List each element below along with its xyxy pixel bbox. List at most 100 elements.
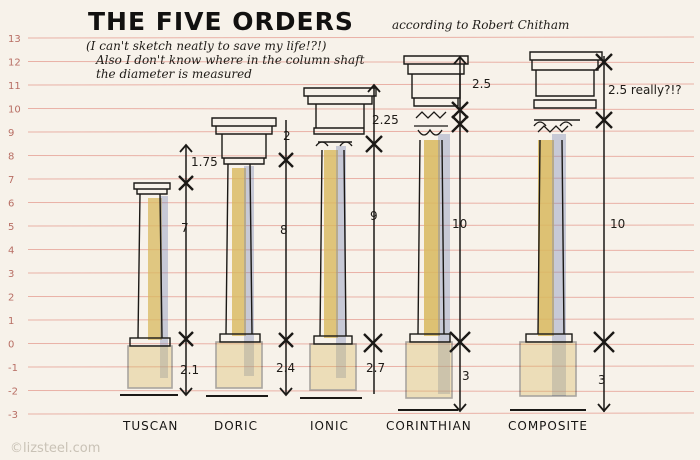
column-label: DORIC	[214, 419, 258, 433]
scale-line	[27, 83, 695, 86]
dim-pedestal: 3	[598, 373, 606, 387]
column-tuscan: 1.75 7 2.1 TUSCAN	[120, 143, 218, 433]
scale-line	[27, 318, 695, 321]
base-moulding	[525, 333, 573, 343]
dimension-crosses	[449, 101, 471, 353]
scale-line	[27, 130, 695, 133]
scale-line	[27, 61, 695, 63]
dimension-arrows	[179, 143, 193, 397]
scale-number: 10	[8, 105, 21, 116]
column-corinthian: 2.5 10 3 CORINTHIAN	[386, 55, 491, 433]
scale-number: 8	[8, 152, 14, 163]
dim-shaft: 10	[610, 217, 625, 231]
column-composite: 2.5 really?!? 10 3 COMPOSITE	[508, 51, 682, 433]
ochre-wash	[324, 150, 338, 338]
scale-line	[27, 155, 695, 157]
scale-line	[27, 412, 695, 415]
capital-shaft-outline	[133, 182, 171, 339]
dim-shaft: 9	[370, 209, 378, 223]
dim-pedestal: 2.4	[276, 361, 295, 375]
scale-line	[27, 177, 695, 180]
entablature-shaft-outline	[211, 117, 277, 335]
dim-shaft: 7	[181, 221, 189, 235]
dim-pedestal: 2.1	[180, 363, 199, 377]
scale-line	[27, 271, 695, 274]
column-label: COMPOSITE	[508, 419, 588, 433]
dim-shaft: 8	[280, 223, 288, 237]
pedestal	[127, 345, 173, 389]
shadow-wash	[244, 166, 254, 376]
column-label: IONIC	[310, 419, 349, 433]
note-line-1: (I can't sketch neatly to save my life!?…	[86, 39, 327, 53]
dim-capital: 2	[283, 129, 291, 143]
scale-number: 13	[8, 34, 21, 45]
scale-line	[27, 202, 695, 204]
scale-number: 5	[8, 222, 14, 233]
dimension-arrow	[597, 403, 611, 413]
shadow-wash	[160, 196, 168, 378]
base-moulding	[129, 337, 171, 347]
scale-number: -1	[8, 363, 18, 374]
scale-number: 6	[8, 199, 14, 210]
base-moulding	[409, 333, 451, 343]
pedestal	[309, 343, 357, 391]
scale-number: 7	[8, 175, 14, 186]
dim-pedestal: 2.7	[366, 361, 385, 375]
column-doric: 2 8 2.4 DORIC	[206, 117, 295, 433]
shadow-wash	[438, 134, 450, 394]
ochre-wash	[424, 140, 440, 336]
scale-line	[27, 108, 695, 110]
scale-number: -2	[8, 387, 18, 398]
dim-capital: 2.5	[472, 77, 491, 91]
scale-line	[27, 249, 695, 251]
shadow-wash	[336, 146, 346, 378]
scale-line	[27, 390, 695, 392]
dimension-arrow	[279, 387, 293, 397]
acanthus-capital	[414, 111, 448, 136]
dimension-crosses	[363, 135, 383, 353]
column-label: CORINTHIAN	[386, 419, 472, 433]
scale-number: 2	[8, 293, 14, 304]
scale-number: 4	[8, 246, 14, 257]
dimension-crosses	[593, 53, 615, 353]
ochre-wash	[148, 198, 162, 340]
scale-number: 12	[8, 58, 21, 69]
dimension-arrows	[453, 55, 467, 413]
watermark: ©lizsteel.com	[10, 441, 100, 456]
shaft-outline	[417, 139, 445, 335]
dim-shaft: 10	[452, 217, 467, 231]
dimension-crosses	[278, 152, 294, 348]
column-ionic: 2.25 9 2.7 IONIC	[300, 83, 399, 433]
scale-line	[27, 224, 695, 227]
ochre-wash	[538, 140, 554, 336]
dimension-crosses	[178, 175, 194, 347]
scale-line	[27, 365, 695, 368]
page-title: THE FIVE ORDERS	[88, 7, 354, 36]
shaft-outline	[534, 119, 580, 335]
dim-capital: 2.5 really?!?	[608, 83, 682, 97]
scale-number: 11	[8, 81, 21, 92]
scale-number: 9	[8, 128, 14, 139]
scale-line	[27, 296, 695, 298]
base-moulding	[313, 335, 353, 345]
note-line-3: the diameter is measured	[96, 67, 252, 81]
scale-number: 1	[8, 316, 14, 327]
ochre-wash	[232, 168, 246, 336]
scale-line	[27, 343, 695, 345]
entablature-outline	[403, 55, 469, 107]
dim-pedestal: 3	[462, 369, 470, 383]
scale-line	[27, 36, 695, 39]
pedestal	[519, 341, 577, 397]
entablature-outline	[529, 51, 603, 109]
dimension-arrow	[367, 83, 381, 93]
dim-capital: 2.25	[372, 113, 399, 127]
base-moulding	[219, 333, 261, 343]
scale-number: -3	[8, 410, 18, 421]
page-subtitle: according to Robert Chitham	[392, 18, 569, 32]
pedestal	[215, 341, 263, 389]
shaft-outline	[318, 141, 352, 337]
scale-number: 3	[8, 269, 14, 280]
note-line-2: Also I don't know where in the column sh…	[95, 53, 365, 67]
dim-capital: 1.75	[191, 155, 218, 169]
